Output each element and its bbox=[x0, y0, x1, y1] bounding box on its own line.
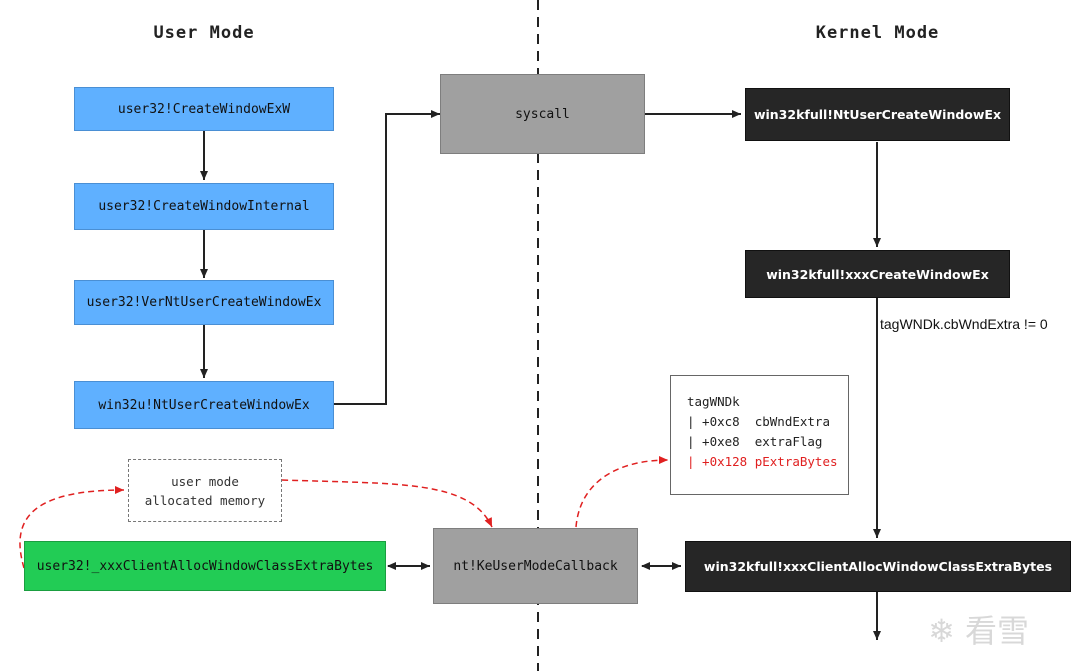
node-win32u-ntusercreatewindowex: win32u!NtUserCreateWindowEx bbox=[74, 381, 334, 429]
red-arrow-client-alloc-to-memory bbox=[19, 486, 125, 569]
arrow-win32u-to-syscall bbox=[334, 110, 440, 405]
node-win32kfull-xxxclientalloc: win32kfull!xxxClientAllocWindowClassExtr… bbox=[685, 541, 1071, 592]
watermark: ❄ 看雪 bbox=[928, 606, 1029, 652]
allocated-memory-line-1: user mode bbox=[171, 473, 239, 489]
node-user-client-alloc-extra-bytes: user32!_xxxClientAllocWindowClassExtraBy… bbox=[24, 541, 386, 591]
snowflake-icon: ❄ bbox=[928, 612, 955, 650]
condition-label: tagWNDk.cbWndExtra != 0 bbox=[880, 316, 1048, 332]
node-user-mode-allocated-memory: user mode allocated memory bbox=[128, 459, 282, 522]
node-ke-user-mode-callback: nt!KeUserModeCallback bbox=[433, 528, 638, 604]
watermark-text: 看雪 bbox=[964, 612, 1029, 650]
node-win32kfull-xxxcreatewindowex: win32kfull!xxxCreateWindowEx bbox=[745, 250, 1010, 298]
red-arrow-memory-to-callback bbox=[281, 479, 493, 528]
struct-line-cbwndextra: | +0xc8 cbWndExtra bbox=[687, 414, 830, 429]
red-arrow-callback-to-pextrabytes bbox=[575, 456, 669, 528]
node-win32kfull-ntusercreatewindowex: win32kfull!NtUserCreateWindowEx bbox=[745, 88, 1010, 141]
node-vernt-usercreatewindowex: user32!VerNtUserCreateWindowEx bbox=[74, 280, 334, 325]
kernel-mode-title: Kernel Mode bbox=[815, 23, 940, 43]
node-createwindowexw: user32!CreateWindowExW bbox=[74, 87, 334, 131]
node-createwindowinternal: user32!CreateWindowInternal bbox=[74, 183, 334, 230]
struct-line-pextrabytes: | +0x128 pExtraBytes bbox=[687, 454, 838, 469]
node-syscall: syscall bbox=[440, 74, 645, 154]
struct-line-extraflag: | +0xe8 extraFlag bbox=[687, 434, 823, 449]
user-mode-title: User Mode bbox=[153, 23, 255, 43]
tagwndk-struct-box: tagWNDk | +0xc8 cbWndExtra | +0xe8 extraFl… bbox=[670, 375, 849, 495]
allocated-memory-line-2: allocated memory bbox=[144, 492, 266, 508]
struct-line-name: tagWNDk bbox=[687, 394, 740, 409]
